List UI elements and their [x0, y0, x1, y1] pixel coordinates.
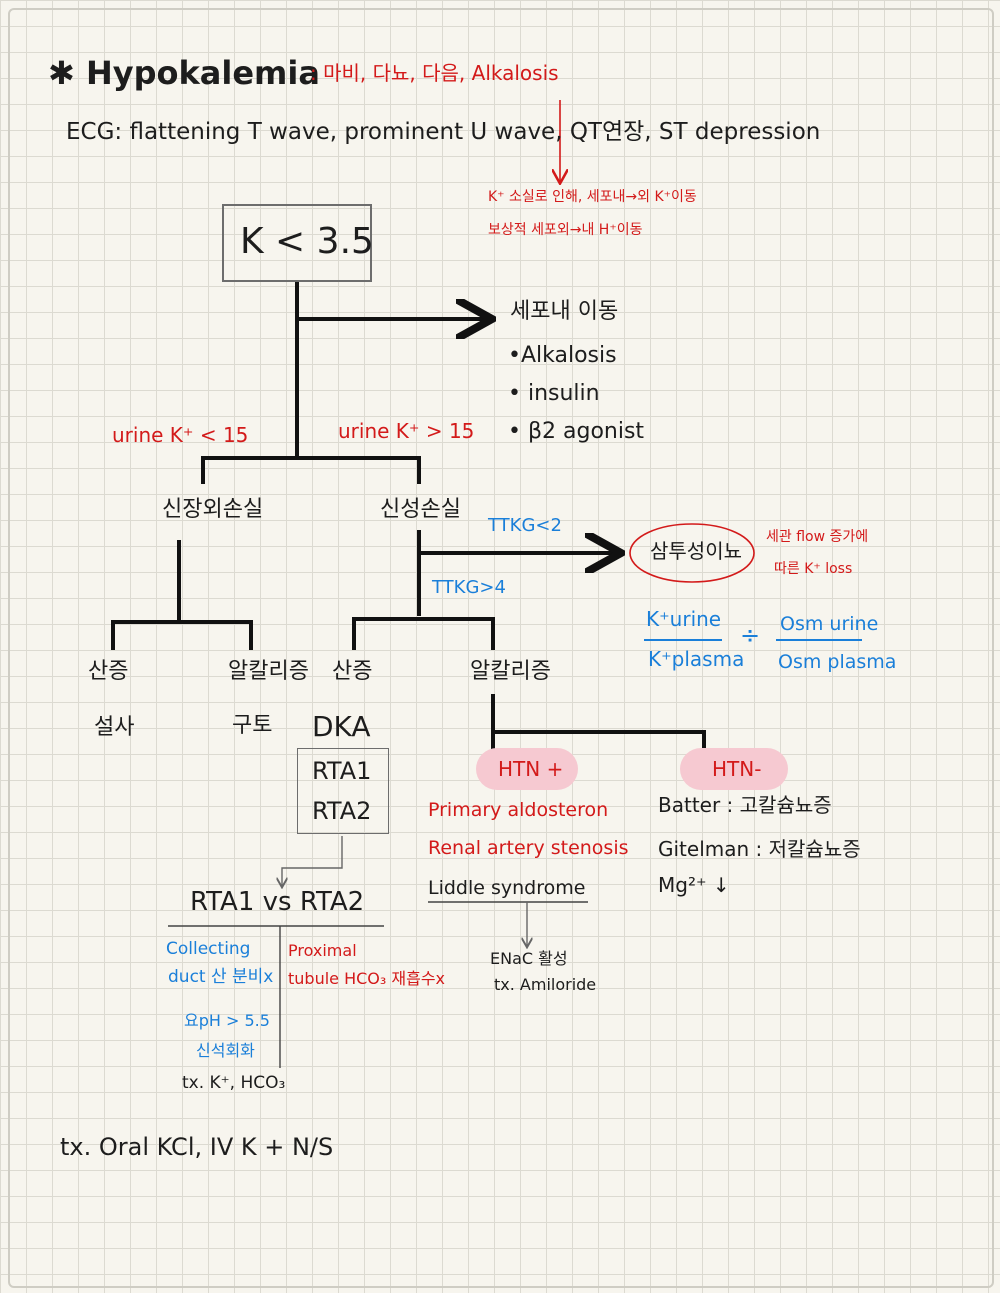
htn-minus-label: HTN- — [712, 757, 762, 781]
bartter-syndrome: Batter : 고칼슘뇨증 — [658, 793, 832, 817]
rta2-desc-line2: tubule HCO₃ 재흡수x — [288, 969, 446, 988]
rta1-desc-line2: duct 산 분비x — [168, 967, 274, 987]
htn-plus-label: HTN + — [498, 757, 564, 781]
enac-activation: ENaC 활성 — [490, 949, 568, 968]
shift-item-b2-agonist: • β2 agonist — [508, 419, 645, 444]
osmotic-diuresis: 삼투성이뇨 — [650, 539, 742, 563]
rta1-urine-ph: 요pH > 5.5 — [184, 1011, 270, 1030]
rta1-nephrocalcinosis: 신석회화 — [196, 1041, 255, 1060]
low-magnesium: Mg²⁺ ↓ — [658, 873, 730, 897]
osmotic-note-line2: 따른 K⁺ loss — [774, 561, 853, 577]
formula-osm-urine: Osm urine — [780, 613, 879, 635]
split-level-1 — [201, 456, 421, 484]
urine-k-high: urine K⁺ > 15 — [338, 419, 475, 443]
extrarenal-alkalosis: 알칼리증 — [228, 659, 309, 684]
renal-split — [352, 617, 495, 650]
renal-artery-stenosis: Renal artery stenosis — [428, 837, 629, 859]
rta-compare-title: RTA1 vs RTA2 — [190, 887, 365, 917]
page-title: ✱ Hypokalemia — [48, 54, 320, 92]
rta-box-rta1: RTA1 — [312, 757, 372, 785]
root-label: K < 3.5 — [240, 221, 374, 262]
renal-acidosis: 산증 — [332, 659, 373, 684]
ecg-note-line1: K⁺ 소실로 인해, 세포내→외 K⁺이동 — [488, 189, 697, 205]
extrarenal-acidosis: 산증 — [88, 659, 129, 684]
rta1-treatment: tx. K⁺, HCO₃ — [182, 1073, 286, 1093]
primary-aldosteronism: Primary aldosteron — [428, 799, 609, 821]
title-symptoms: : 마비, 다뇨, 다음, Alkalosis — [310, 61, 559, 85]
liddle-syndrome: Liddle syndrome — [428, 877, 586, 899]
vomiting: 구토 — [232, 713, 273, 738]
ecg-findings: ECG: flattening T wave, prominent U wave… — [66, 119, 821, 145]
formula-divide: ÷ — [740, 621, 761, 649]
ecg-note-line2: 보상적 세포외→내 H⁺이동 — [488, 222, 643, 238]
shift-item-insulin: • insulin — [508, 381, 600, 406]
htn-minus-highlight — [680, 748, 788, 790]
rta1-desc-line1: Collecting — [166, 939, 251, 959]
dka: DKA — [312, 710, 371, 743]
renal-alkalosis: 알칼리증 — [470, 659, 551, 684]
htn-plus-highlight — [476, 748, 578, 790]
formula-osm-plasma: Osm plasma — [778, 651, 897, 673]
formula-k-urine: K⁺urine — [646, 607, 722, 631]
rta-box — [297, 748, 389, 834]
rta-box-link — [282, 836, 343, 886]
osmotic-circle — [629, 523, 755, 583]
root-box — [222, 204, 372, 282]
ttkg-low: TTKG<2 — [488, 515, 562, 536]
urine-k-low: urine K⁺ < 15 — [112, 423, 249, 447]
shift-item-alkalosis: •Alkalosis — [508, 343, 617, 368]
extrarenal-split — [111, 620, 253, 650]
shift-heading: 세포내 이동 — [510, 299, 619, 324]
renal-loss: 신성손실 — [380, 497, 461, 522]
osmotic-note-line1: 세관 flow 증가에 — [766, 529, 869, 545]
ttkg-high: TTKG>4 — [432, 577, 506, 598]
treatment: tx. Oral KCl, IV K + N/S — [60, 1133, 334, 1161]
formula-k-plasma: K⁺plasma — [648, 647, 745, 671]
gitelman-syndrome: Gitelman : 저칼슘뇨증 — [658, 837, 861, 861]
rta-box-rta2: RTA2 — [312, 797, 372, 825]
amiloride-treatment: tx. Amiloride — [494, 975, 597, 994]
rta2-desc-line1: Proximal — [288, 941, 357, 960]
extrarenal-loss: 신장외손실 — [162, 497, 264, 522]
diarrhea: 설사 — [94, 715, 135, 740]
